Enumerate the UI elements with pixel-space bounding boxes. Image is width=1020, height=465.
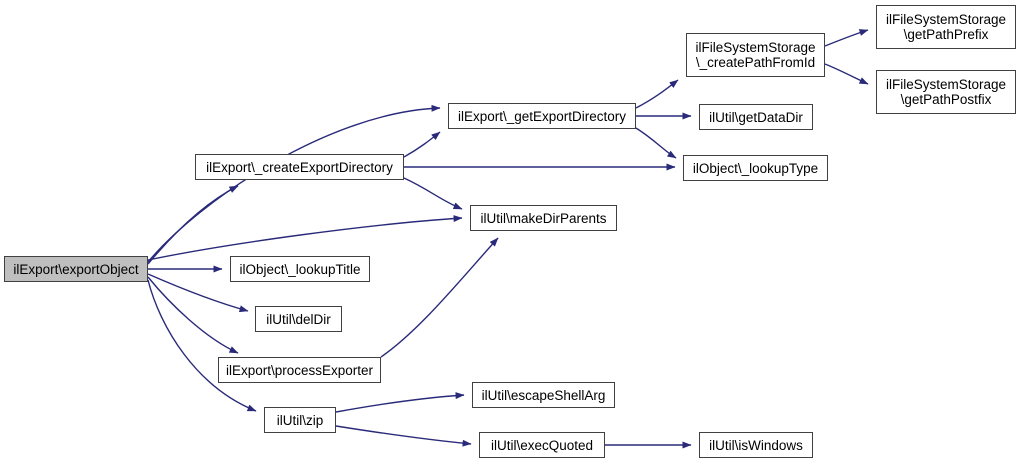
graph-edge-processExporter-to-makeDirParents [380,237,499,358]
graph-node-createPathFromId[interactable]: ilFileSystemStorage \_createPathFromId [686,33,825,77]
graph-edge-exportObject-to-processExporter [147,276,239,354]
graph-node-execQuoted[interactable]: ilUtil\execQuoted [479,432,605,458]
graph-node-label: ilExport\processExporter [225,362,374,378]
graph-node-label: ilUtil\execQuoted [490,437,594,453]
graph-node-createExportDirectory[interactable]: ilExport\_createExportDirectory [195,154,404,180]
graph-node-label: ilObject\_lookupTitle [239,261,361,277]
graph-edge-createExportDirectory-to-makeDirParents [403,177,463,210]
graph-node-isWindows[interactable]: ilUtil\isWindows [699,432,813,458]
graph-node-lookupType[interactable]: ilObject\_lookupType [683,155,828,181]
graph-node-zip[interactable]: ilUtil\zip [264,407,336,433]
graph-edge-getExportDirectory-to-createPathFromId [635,79,679,109]
graph-node-processExporter[interactable]: ilExport\processExporter [218,357,381,383]
graph-edge-createPathFromId-to-getPathPrefix [824,29,869,47]
graph-node-label: ilUtil\escapeShellArg [481,387,606,403]
graph-node-getDataDir[interactable]: ilUtil\getDataDir [699,104,813,130]
graph-node-escapeShellArg[interactable]: ilUtil\escapeShellArg [472,382,615,408]
graph-node-label: ilUtil\zip [276,412,324,428]
graph-node-label: ilUtil\getDataDir [709,109,803,125]
graph-node-label: ilFileSystemStorage \getPathPrefix [885,12,1007,42]
graph-node-label: ilExport\_createExportDirectory [206,159,393,175]
graph-edge-zip-to-execQuoted [335,425,472,447]
graph-edge-exportObject-to-createExportDirectory [147,185,239,265]
graph-node-exportObject[interactable]: ilExport\exportObject [4,256,148,282]
graph-node-getPathPostfix[interactable]: ilFileSystemStorage \getPathPostfix [876,70,1016,114]
graph-node-getPathPrefix[interactable]: ilFileSystemStorage \getPathPrefix [876,5,1016,49]
graph-edge-exportObject-to-getExportDirectory [147,104,441,263]
graph-edge-exportObject-to-zip [147,279,257,412]
graph-edge-zip-to-escapeShellArg [335,392,465,413]
graph-node-label: ilFileSystemStorage \_createPathFromId [695,40,816,70]
graph-node-label: ilExport\exportObject [13,261,139,277]
graph-edge-createPathFromId-to-getPathPostfix [824,63,869,85]
graph-node-label: ilUtil\makeDirParents [480,210,607,226]
graph-node-lookupTitle[interactable]: ilObject\_lookupTitle [230,256,370,282]
graph-node-label: ilUtil\delDir [266,311,331,327]
graph-node-makeDirParents[interactable]: ilUtil\makeDirParents [470,205,617,231]
graph-node-label: ilObject\_lookupType [692,160,819,176]
graph-node-label: ilFileSystemStorage \getPathPostfix [885,77,1007,107]
graph-node-label: ilUtil\isWindows [709,437,803,453]
graph-edge-exportObject-to-makeDirParents [147,215,463,261]
graph-node-getExportDirectory[interactable]: ilExport\_getExportDirectory [448,103,636,129]
graph-edge-createExportDirectory-to-getExportDirectory [403,131,441,158]
graph-edge-getExportDirectory-to-lookupType [635,127,677,159]
graph-node-label: ilExport\_getExportDirectory [457,108,627,124]
graph-node-delDir[interactable]: ilUtil\delDir [255,306,342,332]
graph-edge-exportObject-to-delDir [147,273,249,313]
